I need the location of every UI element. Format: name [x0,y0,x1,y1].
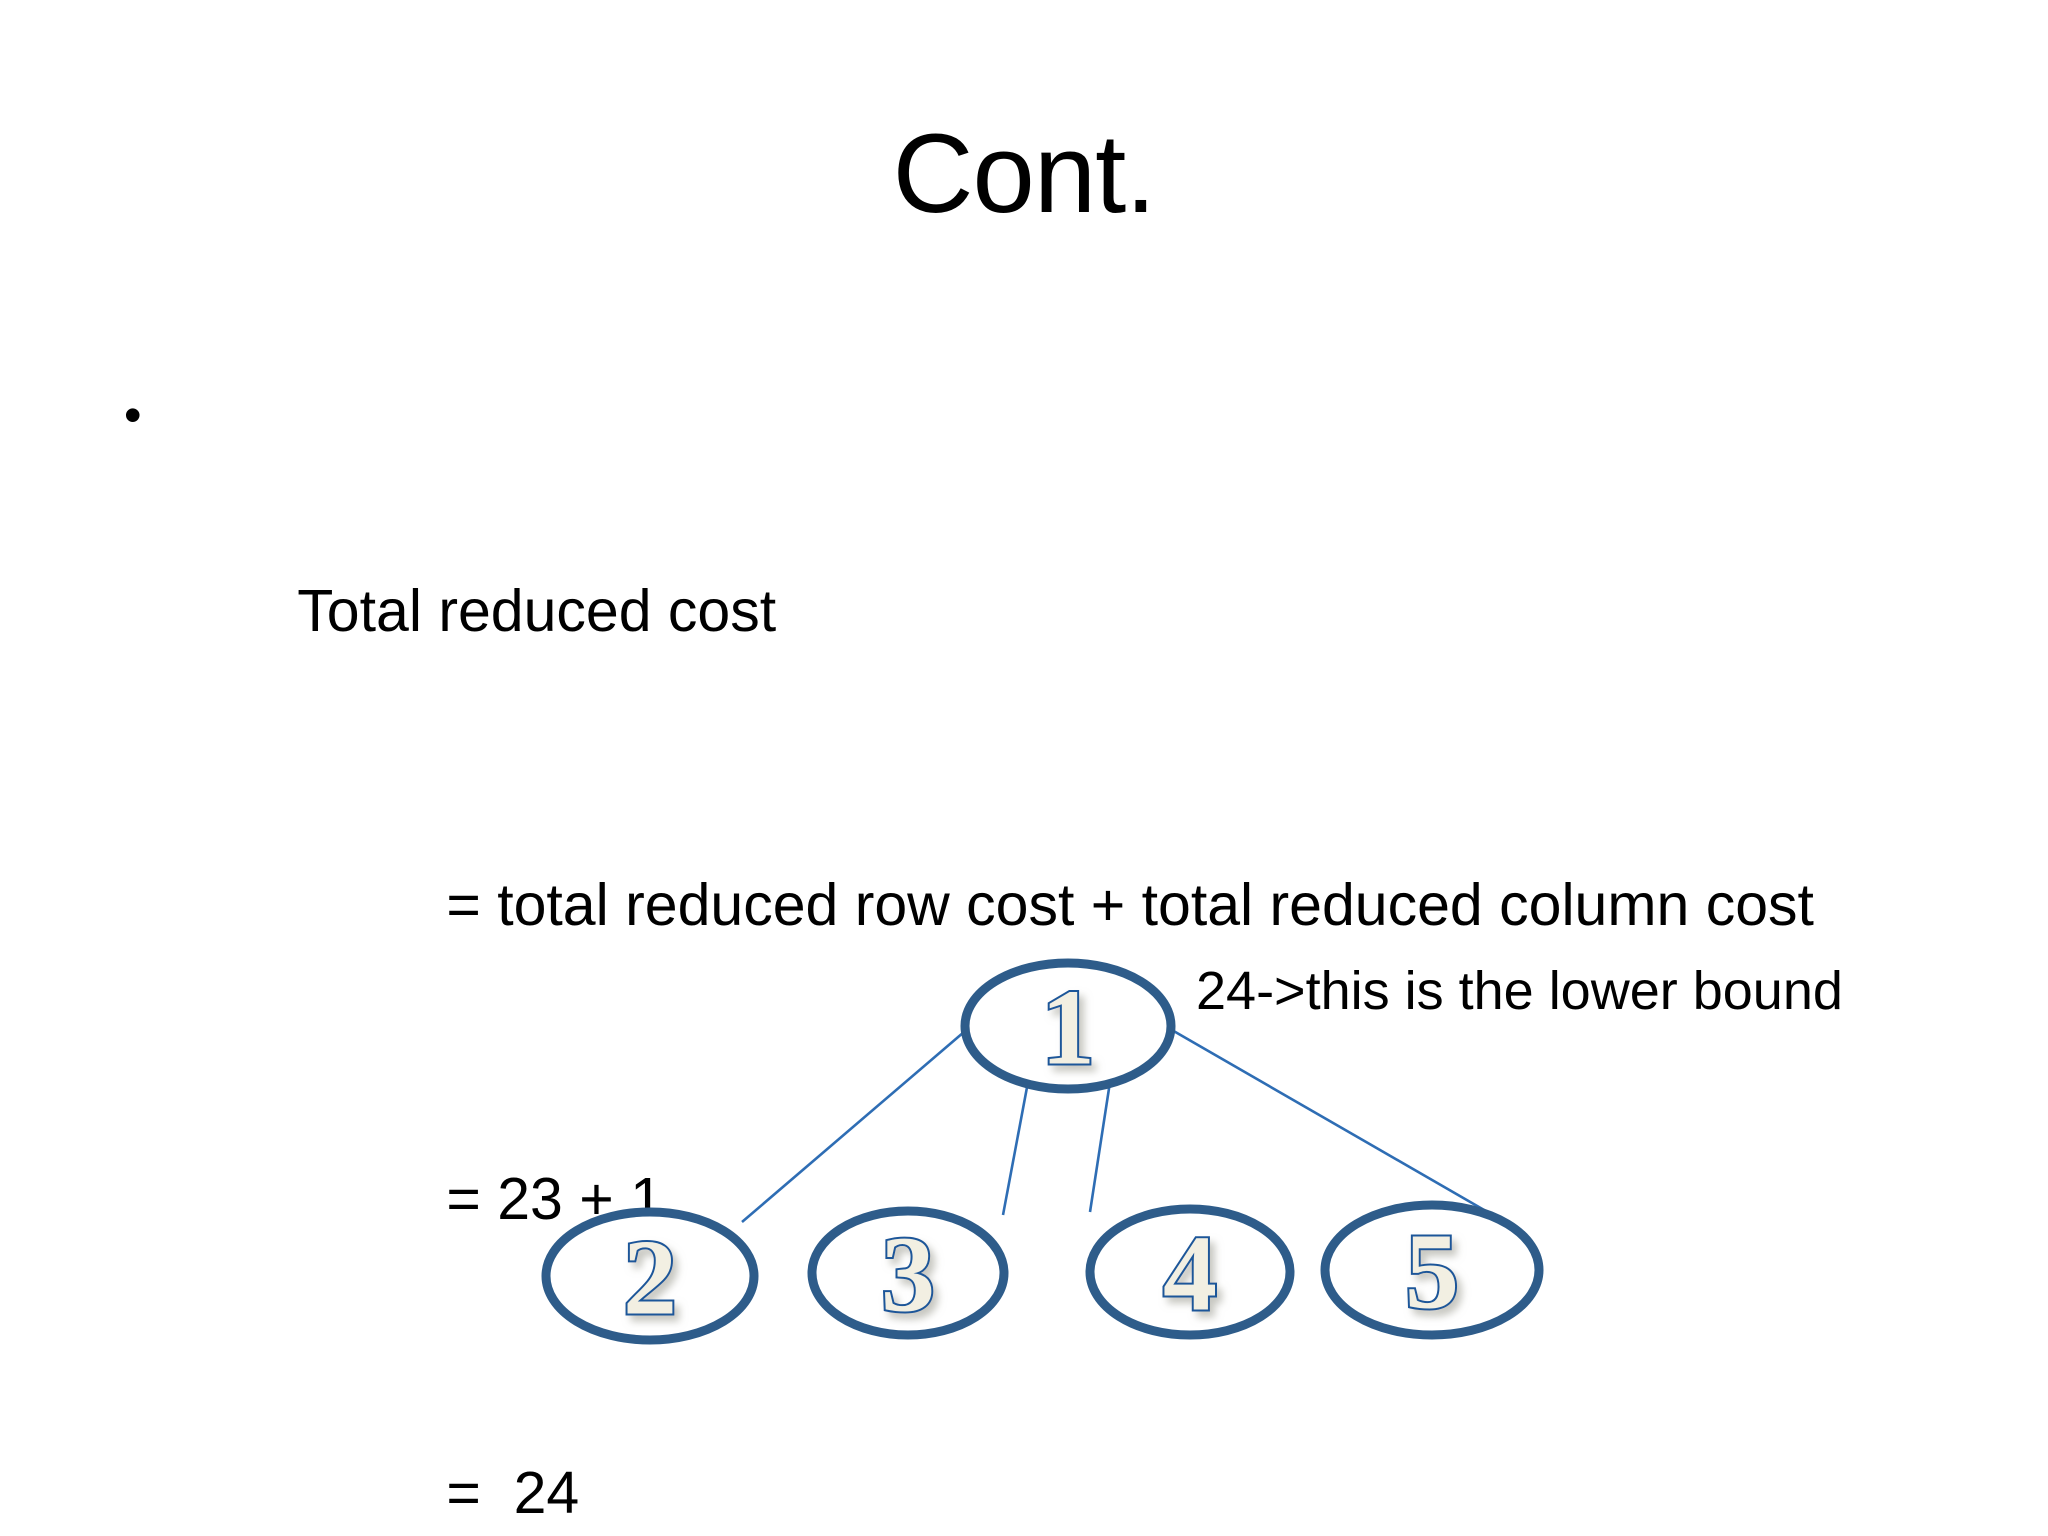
bullet-marker-icon: • [124,387,142,443]
sub-line-text: = total reduced row cost + total reduced… [446,872,1814,938]
lower-bound-annotation: 24->this is the lower bound [1196,961,1843,1021]
sub-line-formula-sum: = 23 + 1 [0,1052,2048,1346]
sub-line-formula-result: = 24 [0,1346,2048,1536]
sub-line-text: = 24 [446,1460,580,1526]
sub-line-formula-definition: = total reduced row cost + total reduced… [0,758,2048,1052]
sub-line-text: = 23 + 1 [446,1166,663,1232]
bullet-item-total-reduced-cost: • Total reduced cost [0,366,2048,758]
page-title: Cont. [892,111,1157,236]
body-content: • Total reduced cost = total reduced row… [0,366,2048,1536]
bullet-text: Total reduced cost [297,578,777,644]
